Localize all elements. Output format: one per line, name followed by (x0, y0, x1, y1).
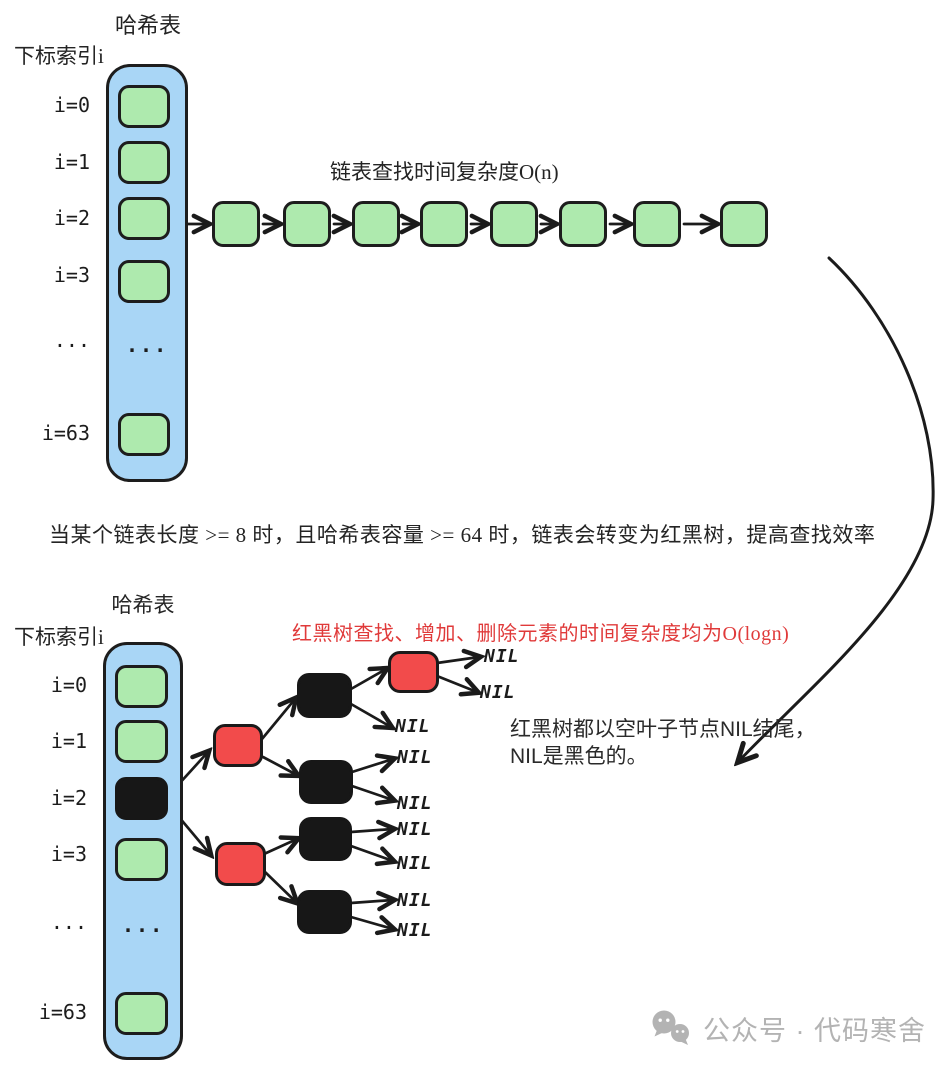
row-label: i=1 (53, 150, 90, 174)
row-label: i=2 (53, 206, 90, 230)
bottom-index-label: 下标索引i (14, 625, 104, 649)
row-label: i=3 (50, 842, 87, 866)
ellipsis: ... (126, 333, 169, 357)
nil-leaf-label: NIL (480, 682, 516, 703)
ellipsis: ... (122, 913, 165, 937)
tree-arrow (350, 784, 393, 800)
tree-node-black (297, 890, 352, 934)
nil-note-line2: NIL是黑色的。 (510, 745, 648, 768)
row-label: i=0 (50, 673, 87, 697)
watermark-text: 公众号 · 代码寒舍 (703, 1015, 926, 1046)
list-node (212, 201, 260, 247)
list-node (283, 201, 331, 247)
row-label: i=63 (41, 421, 90, 445)
tree-node-black (299, 760, 353, 804)
row-label: i=0 (53, 93, 90, 117)
list-node (559, 201, 607, 247)
tree-arrow (349, 917, 393, 929)
nil-leaf-label: NIL (397, 853, 433, 874)
watermark: 公众号 · 代码寒舍 (648, 1008, 926, 1048)
tree-node-red (388, 651, 439, 693)
transform-arrow (739, 256, 935, 761)
nil-leaf-label: NIL (397, 819, 433, 840)
top-index-label: 下标索引i (14, 44, 104, 68)
tree-node-black (297, 673, 352, 718)
row-label: ... (50, 910, 87, 934)
nil-leaf-label: NIL (397, 920, 433, 941)
hash-slot (118, 85, 170, 128)
list-node (352, 201, 400, 247)
tree-arrow (262, 839, 297, 856)
tree-arrow (349, 844, 393, 861)
tree-arrow (349, 702, 391, 727)
row-label: i=2 (50, 786, 87, 810)
wechat-icon (652, 1010, 689, 1045)
nil-leaf-label: NIL (397, 747, 433, 768)
tree-node-black (299, 817, 352, 861)
conversion-rule-note: 当某个链表长度 >= 8 时，且哈希表容量 >= 64 时，链表会转变为红黑树，… (49, 523, 876, 547)
tree-arrow (435, 674, 477, 692)
nil-note-line1: 红黑树都以空叶子节点NIL结尾， (510, 718, 816, 741)
tree-node-red (213, 724, 263, 767)
row-label: i=63 (38, 1000, 87, 1024)
rbtree-complexity-note: 红黑树查找、增加、删除元素的时间复杂度均为O(logn) (292, 623, 790, 645)
tree-arrow (349, 829, 393, 832)
bottom-table-title: 哈希表 (111, 593, 175, 617)
hash-slot (115, 838, 168, 881)
tree-arrow (261, 755, 297, 775)
tree-arrow (349, 669, 386, 691)
list-node (490, 201, 538, 247)
nil-leaf-label: NIL (397, 793, 433, 814)
row-label: i=3 (53, 263, 90, 287)
tree-arrow (349, 900, 393, 903)
hash-slot (115, 665, 168, 708)
hash-slot (115, 720, 168, 763)
list-node (633, 201, 681, 247)
hash-slot (118, 260, 170, 303)
tree-arrow (350, 759, 393, 774)
nil-leaf-label: NIL (395, 716, 431, 737)
list-node (420, 201, 468, 247)
hash-slot (115, 992, 168, 1035)
top-table-title: 哈希表 (114, 13, 181, 38)
tree-arrow (435, 657, 479, 663)
hash-slot (118, 197, 170, 240)
hash-slot (118, 413, 170, 456)
tree-arrow (262, 869, 296, 902)
nil-explanation-note: 红黑树都以空叶子节点NIL结尾， NIL是黑色的。 (510, 716, 816, 770)
list-node (720, 201, 768, 247)
nil-leaf-label: NIL (484, 646, 520, 667)
row-label: i=1 (50, 729, 87, 753)
hash-slot (118, 141, 170, 184)
list-complexity-note: 链表查找时间复杂度O(n) (330, 160, 559, 184)
tree-node-red (215, 842, 266, 886)
row-label: ... (53, 328, 90, 352)
hash-slot (115, 777, 168, 820)
nil-leaf-label: NIL (397, 890, 433, 911)
tree-arrow (260, 699, 295, 741)
